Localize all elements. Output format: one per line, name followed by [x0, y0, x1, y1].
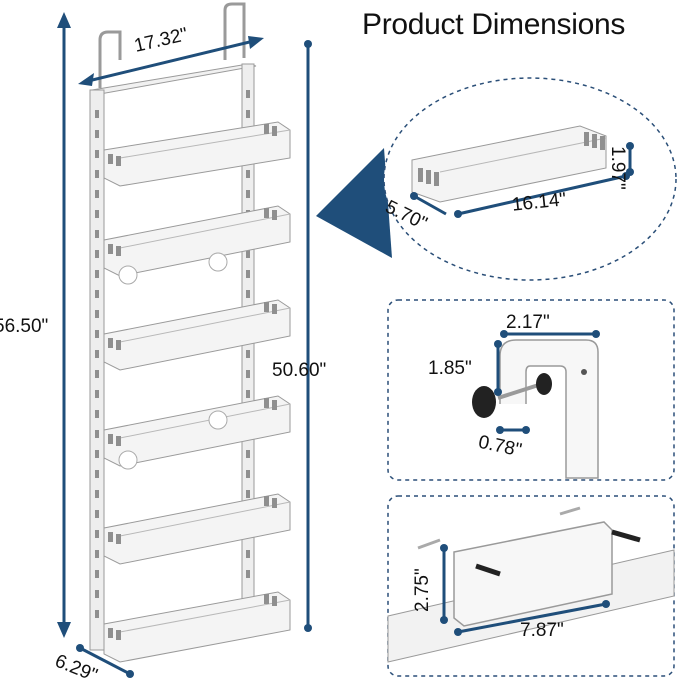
hook-drop-label: 1.85" — [428, 358, 472, 379]
basket-6 — [103, 591, 291, 663]
basket-3 — [103, 299, 291, 371]
basket-1 — [103, 121, 291, 187]
left-door-hook — [98, 30, 122, 88]
basket-4 — [103, 395, 291, 467]
rack-height-label: 50.60" — [272, 360, 327, 381]
bracket-width-label: 7.87" — [520, 620, 564, 641]
triangle-pointer-icon — [316, 148, 392, 258]
right-door-hook — [223, 2, 246, 60]
basket-5 — [103, 493, 291, 565]
overall-height-label: 56.50" — [0, 316, 49, 337]
top-bar — [90, 63, 257, 95]
bracket-height-label: 2.75" — [412, 568, 433, 612]
basket-detail — [411, 125, 607, 203]
main-dimension-lines — [57, 12, 312, 678]
hook-top-label: 2.17" — [506, 312, 550, 333]
knob-icon — [472, 386, 496, 418]
hook-detail — [472, 339, 599, 479]
basket-height-label: 1.97" — [607, 146, 628, 190]
door-rack — [89, 2, 291, 663]
hook-detail-frame — [387, 299, 675, 481]
hook-dimension-lines — [494, 330, 600, 434]
screw-icon — [475, 563, 501, 577]
bracket-dimension-lines — [440, 544, 610, 636]
basket-2 — [103, 205, 291, 277]
page-title: Product Dimensions — [362, 8, 626, 41]
basket-dimension-lines — [410, 142, 634, 218]
